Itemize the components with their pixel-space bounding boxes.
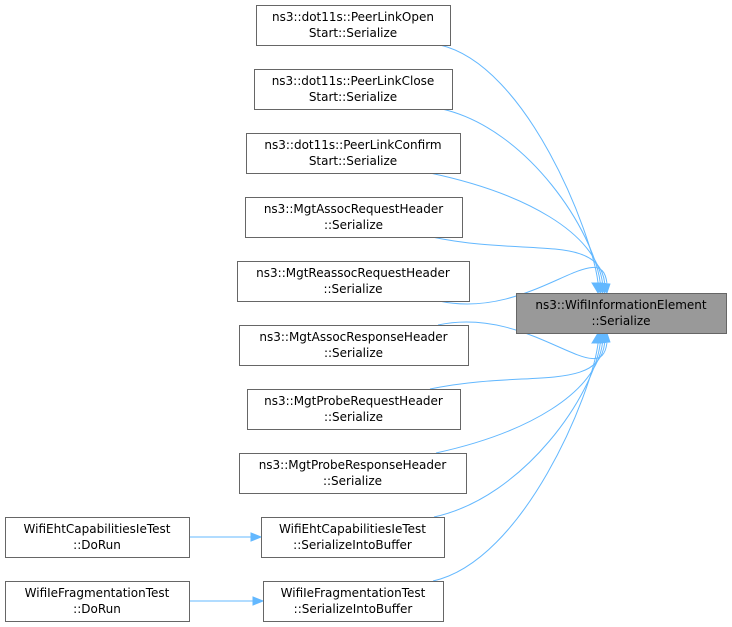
edges-layer: [189, 44, 611, 606]
node-label-line: WifiIeFragmentationTest: [25, 586, 170, 600]
node-box: [261, 517, 445, 558]
caller-node[interactable]: WifiIeFragmentationTest::SerializeIntoBu…: [263, 581, 444, 622]
node-label-line: ns3::MgtAssocResponseHeader: [259, 330, 447, 344]
node-label-line: ::SerializeIntoBuffer: [294, 602, 413, 616]
node-label-line: ns3::dot11s::PeerLinkConfirm: [264, 138, 441, 152]
node-box: [263, 581, 444, 622]
edge-n1-to-target: [439, 44, 602, 295]
node-label-line: WifiEhtCapabilitiesIeTest: [24, 522, 171, 536]
node-label-line: ::Serialize: [324, 346, 383, 360]
caller-node[interactable]: ns3::dot11s::PeerLinkOpenStart::Serializ…: [256, 5, 451, 46]
node-label-line: WifiEhtCapabilitiesIeTest: [279, 522, 426, 536]
node-label-line: ::SerializeIntoBuffer: [293, 538, 412, 552]
edge-n10-to-target: [432, 331, 602, 582]
node-label-line: Start::Serialize: [309, 26, 397, 40]
target-node[interactable]: ns3::WifiInformationElement::Serialize: [516, 293, 727, 334]
node-box: [254, 69, 453, 110]
caller-node[interactable]: ns3::dot11s::PeerLinkConfirmStart::Seria…: [246, 133, 461, 174]
caller-node[interactable]: WifiEhtCapabilitiesIeTest::SerializeInto…: [261, 517, 445, 558]
nodes-layer: ns3::WifiInformationElement::Serializens…: [5, 5, 727, 622]
caller-node[interactable]: WifiEhtCapabilitiesIeTest::DoRun: [5, 517, 190, 558]
node-box: [247, 389, 461, 430]
node-label-line: ns3::dot11s::PeerLinkOpen: [272, 10, 434, 24]
node-box: [5, 581, 190, 622]
node-box: [516, 293, 727, 334]
node-label-line: ns3::MgtProbeRequestHeader: [264, 394, 443, 408]
node-label-line: ::Serialize: [324, 218, 383, 232]
node-label-line: ::Serialize: [591, 314, 650, 328]
caller-node[interactable]: ns3::MgtProbeResponseHeader::Serialize: [239, 453, 467, 494]
node-label-line: ns3::MgtAssocRequestHeader: [264, 202, 443, 216]
caller-node[interactable]: ns3::MgtProbeRequestHeader::Serialize: [247, 389, 461, 430]
caller-node[interactable]: WifiIeFragmentationTest::DoRun: [5, 581, 190, 622]
node-label-line: ns3::MgtReassocRequestHeader: [256, 266, 450, 280]
node-box: [245, 197, 463, 238]
node-label-line: ns3::WifiInformationElement: [535, 298, 707, 312]
node-label-line: Start::Serialize: [309, 90, 397, 104]
caller-node[interactable]: ns3::dot11s::PeerLinkCloseStart::Seriali…: [254, 69, 453, 110]
caller-node[interactable]: ns3::MgtReassocRequestHeader::Serialize: [237, 261, 470, 302]
node-box: [237, 261, 470, 302]
node-box: [239, 325, 469, 366]
edge-n12-to-n10: [189, 596, 265, 606]
edge-n5-to-target: [438, 266, 611, 305]
node-label-line: ::Serialize: [324, 410, 383, 424]
edge-n11-to-n9: [189, 532, 263, 542]
node-label-line: ::Serialize: [323, 474, 382, 488]
node-label-line: ::Serialize: [323, 282, 382, 296]
caller-node[interactable]: ns3::MgtAssocRequestHeader::Serialize: [245, 197, 463, 238]
node-label-line: Start::Serialize: [309, 154, 397, 168]
node-label-line: ::DoRun: [73, 538, 121, 552]
node-label-line: WifiIeFragmentationTest: [281, 586, 426, 600]
node-box: [256, 5, 451, 46]
node-label-line: ns3::dot11s::PeerLinkClose: [272, 74, 435, 88]
node-box: [239, 453, 467, 494]
node-label-line: ns3::MgtProbeResponseHeader: [259, 458, 447, 472]
node-box: [5, 517, 190, 558]
caller-node[interactable]: ns3::MgtAssocResponseHeader::Serialize: [239, 325, 469, 366]
node-box: [246, 133, 461, 174]
node-label-line: ::DoRun: [73, 602, 121, 616]
